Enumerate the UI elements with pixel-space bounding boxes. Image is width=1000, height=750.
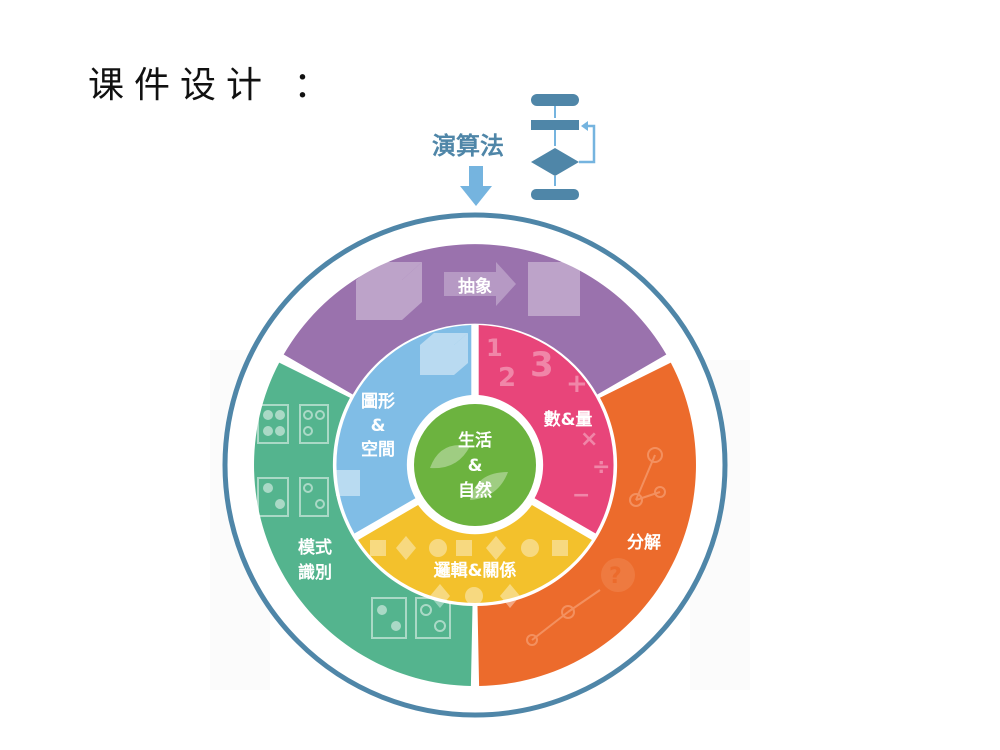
question-mark-icon: ? [609,564,622,589]
down-arrow-icon [460,166,492,206]
life-nature-center[interactable] [414,404,536,526]
logic-relation-segment[interactable] [358,505,592,603]
numeral-three: 3 [530,345,554,385]
shape-space-segment[interactable] [336,325,472,534]
number-label: 數&量 [544,409,593,430]
decomposition-network-decoration [526,447,666,646]
logic-shapes-decoration [370,536,568,608]
center-label-line1: 生活 [458,430,492,451]
decomposition-segment[interactable] [477,362,696,686]
number-quantity-segment[interactable] [478,325,614,534]
algorithm-label: 演算法 [432,132,504,160]
abstraction-cubes-decoration [356,262,580,320]
shape-label-line2: & [371,416,386,436]
logic-label: 邏輯&關係 [434,560,517,581]
leaf-decoration [430,444,508,500]
slide-title: 课件设计 ： [88,65,340,106]
shape-label-line3: 空間 [361,439,395,460]
decomposition-label: 分解 [627,532,661,553]
center-label-line3: 自然 [458,480,492,501]
minus-symbol: − [572,483,590,508]
pattern-label-line1: 模式 [298,537,332,558]
shape-cube-decoration [336,333,468,496]
pattern-label-line2: 識別 [298,562,332,583]
flowchart-icon [531,94,596,200]
pattern-dots-decoration [257,404,451,639]
numeral-two: 2 [498,363,516,393]
shape-label-line1: 圖形 [361,391,395,412]
divide-symbol: ÷ [592,455,610,480]
abstraction-segment[interactable] [283,244,667,395]
center-label-line2: & [468,456,483,476]
multiply-symbol: × [580,427,598,452]
abstraction-label: 抽象 [458,276,492,297]
numeral-one: 1 [486,334,503,362]
number-decoration: 1 2 3 + × ÷ − [486,334,610,508]
plus-symbol: + [566,369,588,399]
